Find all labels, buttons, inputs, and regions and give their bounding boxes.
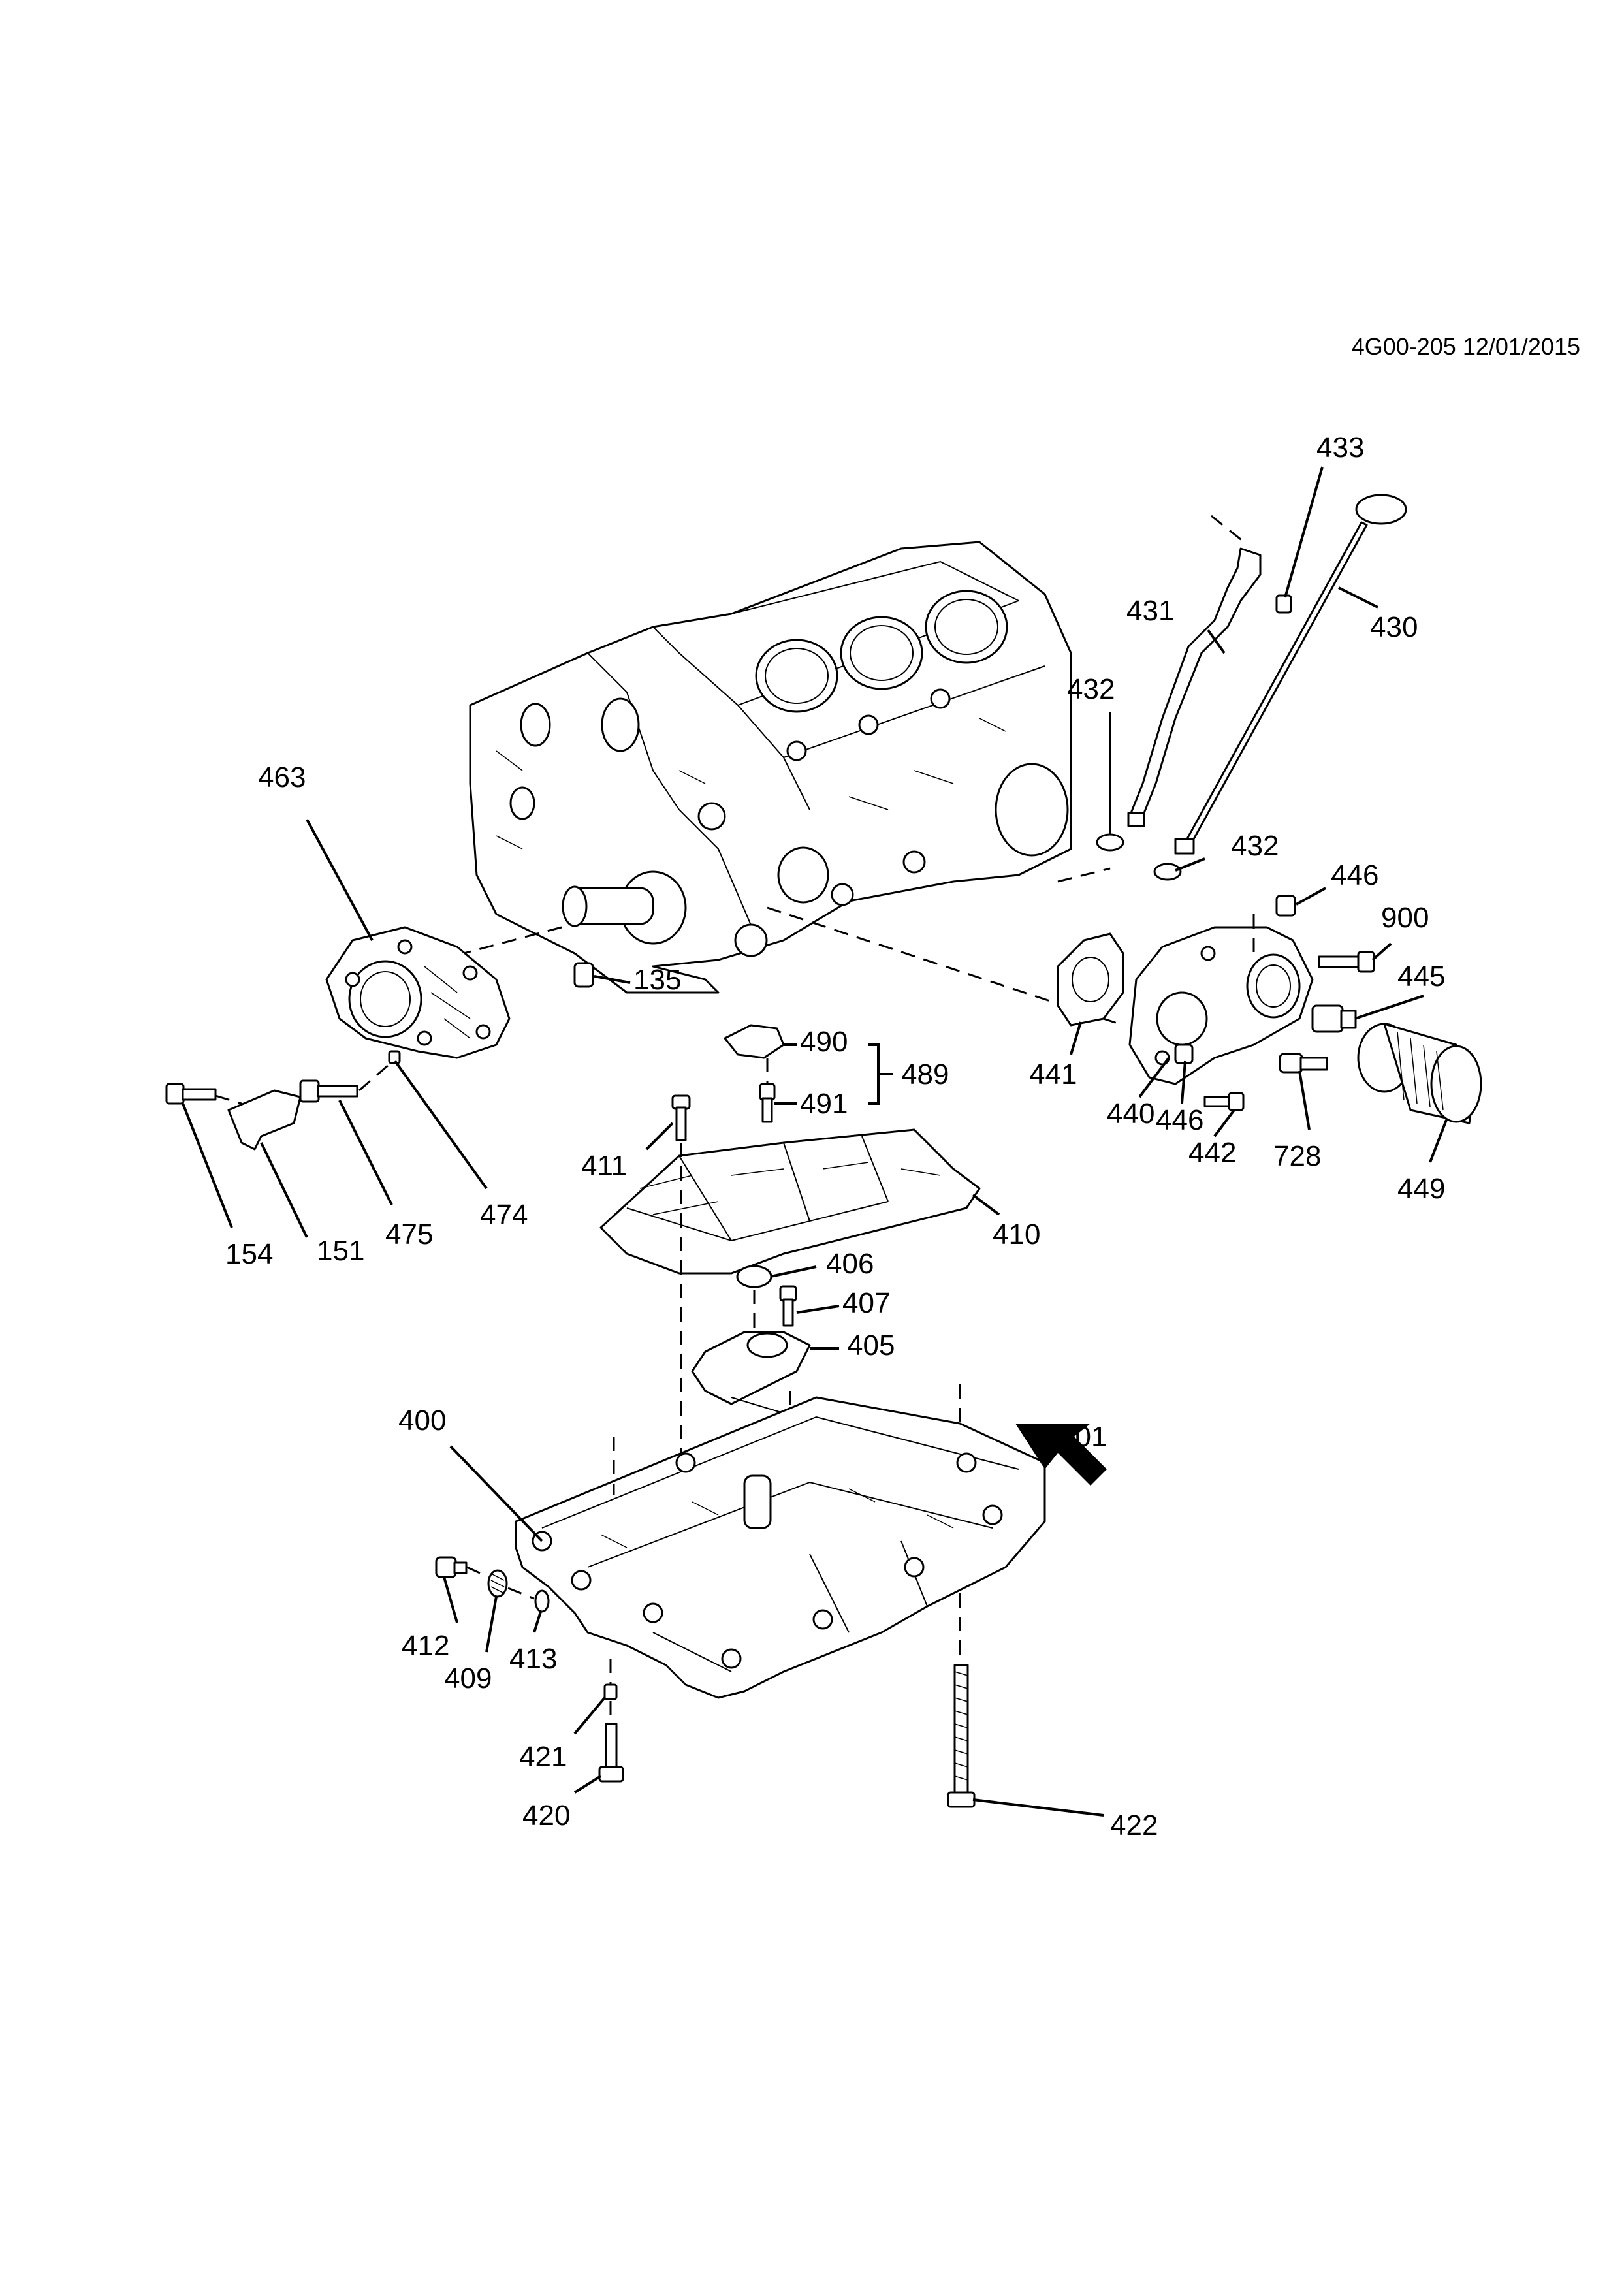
bolt-420 xyxy=(598,1723,624,1783)
callout-474: 474 xyxy=(480,1199,528,1231)
callout-407: 407 xyxy=(842,1287,890,1319)
callout-463: 463 xyxy=(258,761,306,793)
bolt-475 xyxy=(299,1079,358,1103)
view-arrow-401 xyxy=(1015,1424,1107,1486)
seal-413 xyxy=(534,1589,550,1613)
plug-446-lower xyxy=(1174,1043,1194,1064)
callout-412: 412 xyxy=(402,1630,449,1662)
seal-409 xyxy=(487,1569,508,1598)
bolt-900 xyxy=(1318,951,1375,973)
bolt-491 xyxy=(759,1083,776,1123)
engine-block-illustration xyxy=(469,541,1072,994)
callout-400: 400 xyxy=(398,1405,446,1437)
callout-154: 154 xyxy=(225,1238,273,1270)
callout-151: 151 xyxy=(317,1235,364,1267)
callout-431: 431 xyxy=(1126,595,1174,627)
gasket-441 xyxy=(1057,932,1124,1027)
oil-filter-449 xyxy=(1357,1023,1482,1124)
dipstick-430 xyxy=(1174,494,1407,855)
oil-pump-463 xyxy=(325,926,511,1059)
diagram-code-date: 4G00-205 12/01/2015 xyxy=(1351,333,1580,360)
callout-449: 449 xyxy=(1397,1173,1445,1205)
dipstick-tube-431 xyxy=(1127,547,1262,827)
callout-442: 442 xyxy=(1188,1137,1236,1169)
callout-446-upper: 446 xyxy=(1331,859,1378,891)
bolt-407 xyxy=(779,1285,797,1327)
callout-728: 728 xyxy=(1273,1140,1321,1172)
callout-446-lower: 446 xyxy=(1156,1104,1203,1136)
callout-401: 401 xyxy=(1059,1421,1107,1453)
callout-900: 900 xyxy=(1381,902,1429,934)
callout-411: 411 xyxy=(581,1150,627,1182)
callout-433: 433 xyxy=(1316,432,1364,464)
dowel-474 xyxy=(388,1050,401,1064)
callout-430: 430 xyxy=(1370,611,1418,643)
bolt-422 xyxy=(947,1664,976,1808)
fitting-445 xyxy=(1311,1004,1357,1033)
callout-490: 490 xyxy=(800,1026,848,1058)
sensor-728 xyxy=(1279,1053,1328,1074)
callout-leaders xyxy=(182,466,1448,1817)
bolt-411 xyxy=(671,1094,691,1141)
bolt-433 xyxy=(1275,594,1292,614)
callout-405: 405 xyxy=(847,1329,895,1361)
callout-421: 421 xyxy=(519,1741,567,1773)
oil-baffle-410 xyxy=(599,1128,981,1275)
bracket-151 xyxy=(227,1089,302,1151)
callout-410: 410 xyxy=(993,1218,1040,1250)
dowel-421 xyxy=(603,1683,618,1700)
bolt-154 xyxy=(165,1083,217,1105)
drain-plug-412 xyxy=(435,1556,468,1578)
callout-489: 489 xyxy=(901,1058,949,1090)
seal-406 xyxy=(736,1265,772,1288)
dowel-pin-135 xyxy=(573,962,594,988)
callout-420: 420 xyxy=(522,1800,570,1832)
oil-pan-400 xyxy=(515,1396,1046,1699)
callout-413: 413 xyxy=(509,1643,557,1675)
bolt-442 xyxy=(1203,1092,1245,1111)
callout-441: 441 xyxy=(1029,1058,1077,1090)
callout-475: 475 xyxy=(385,1218,433,1250)
callout-432-lower: 432 xyxy=(1231,830,1279,862)
callout-440: 440 xyxy=(1107,1098,1154,1130)
plug-446-upper xyxy=(1275,895,1296,917)
clip-490 xyxy=(724,1024,785,1059)
oil-pickup-405 xyxy=(691,1331,811,1418)
oil-filter-adapter-440 xyxy=(1128,926,1314,1085)
seal-432-upper xyxy=(1096,833,1124,852)
callout-491: 491 xyxy=(800,1088,848,1120)
callout-422: 422 xyxy=(1110,1809,1158,1841)
callout-409: 409 xyxy=(444,1663,492,1695)
callout-445: 445 xyxy=(1397,961,1445,993)
callout-135: 135 xyxy=(633,964,681,996)
callout-406: 406 xyxy=(826,1248,874,1280)
seal-432-lower xyxy=(1153,863,1182,881)
callout-432-upper: 432 xyxy=(1067,673,1115,705)
